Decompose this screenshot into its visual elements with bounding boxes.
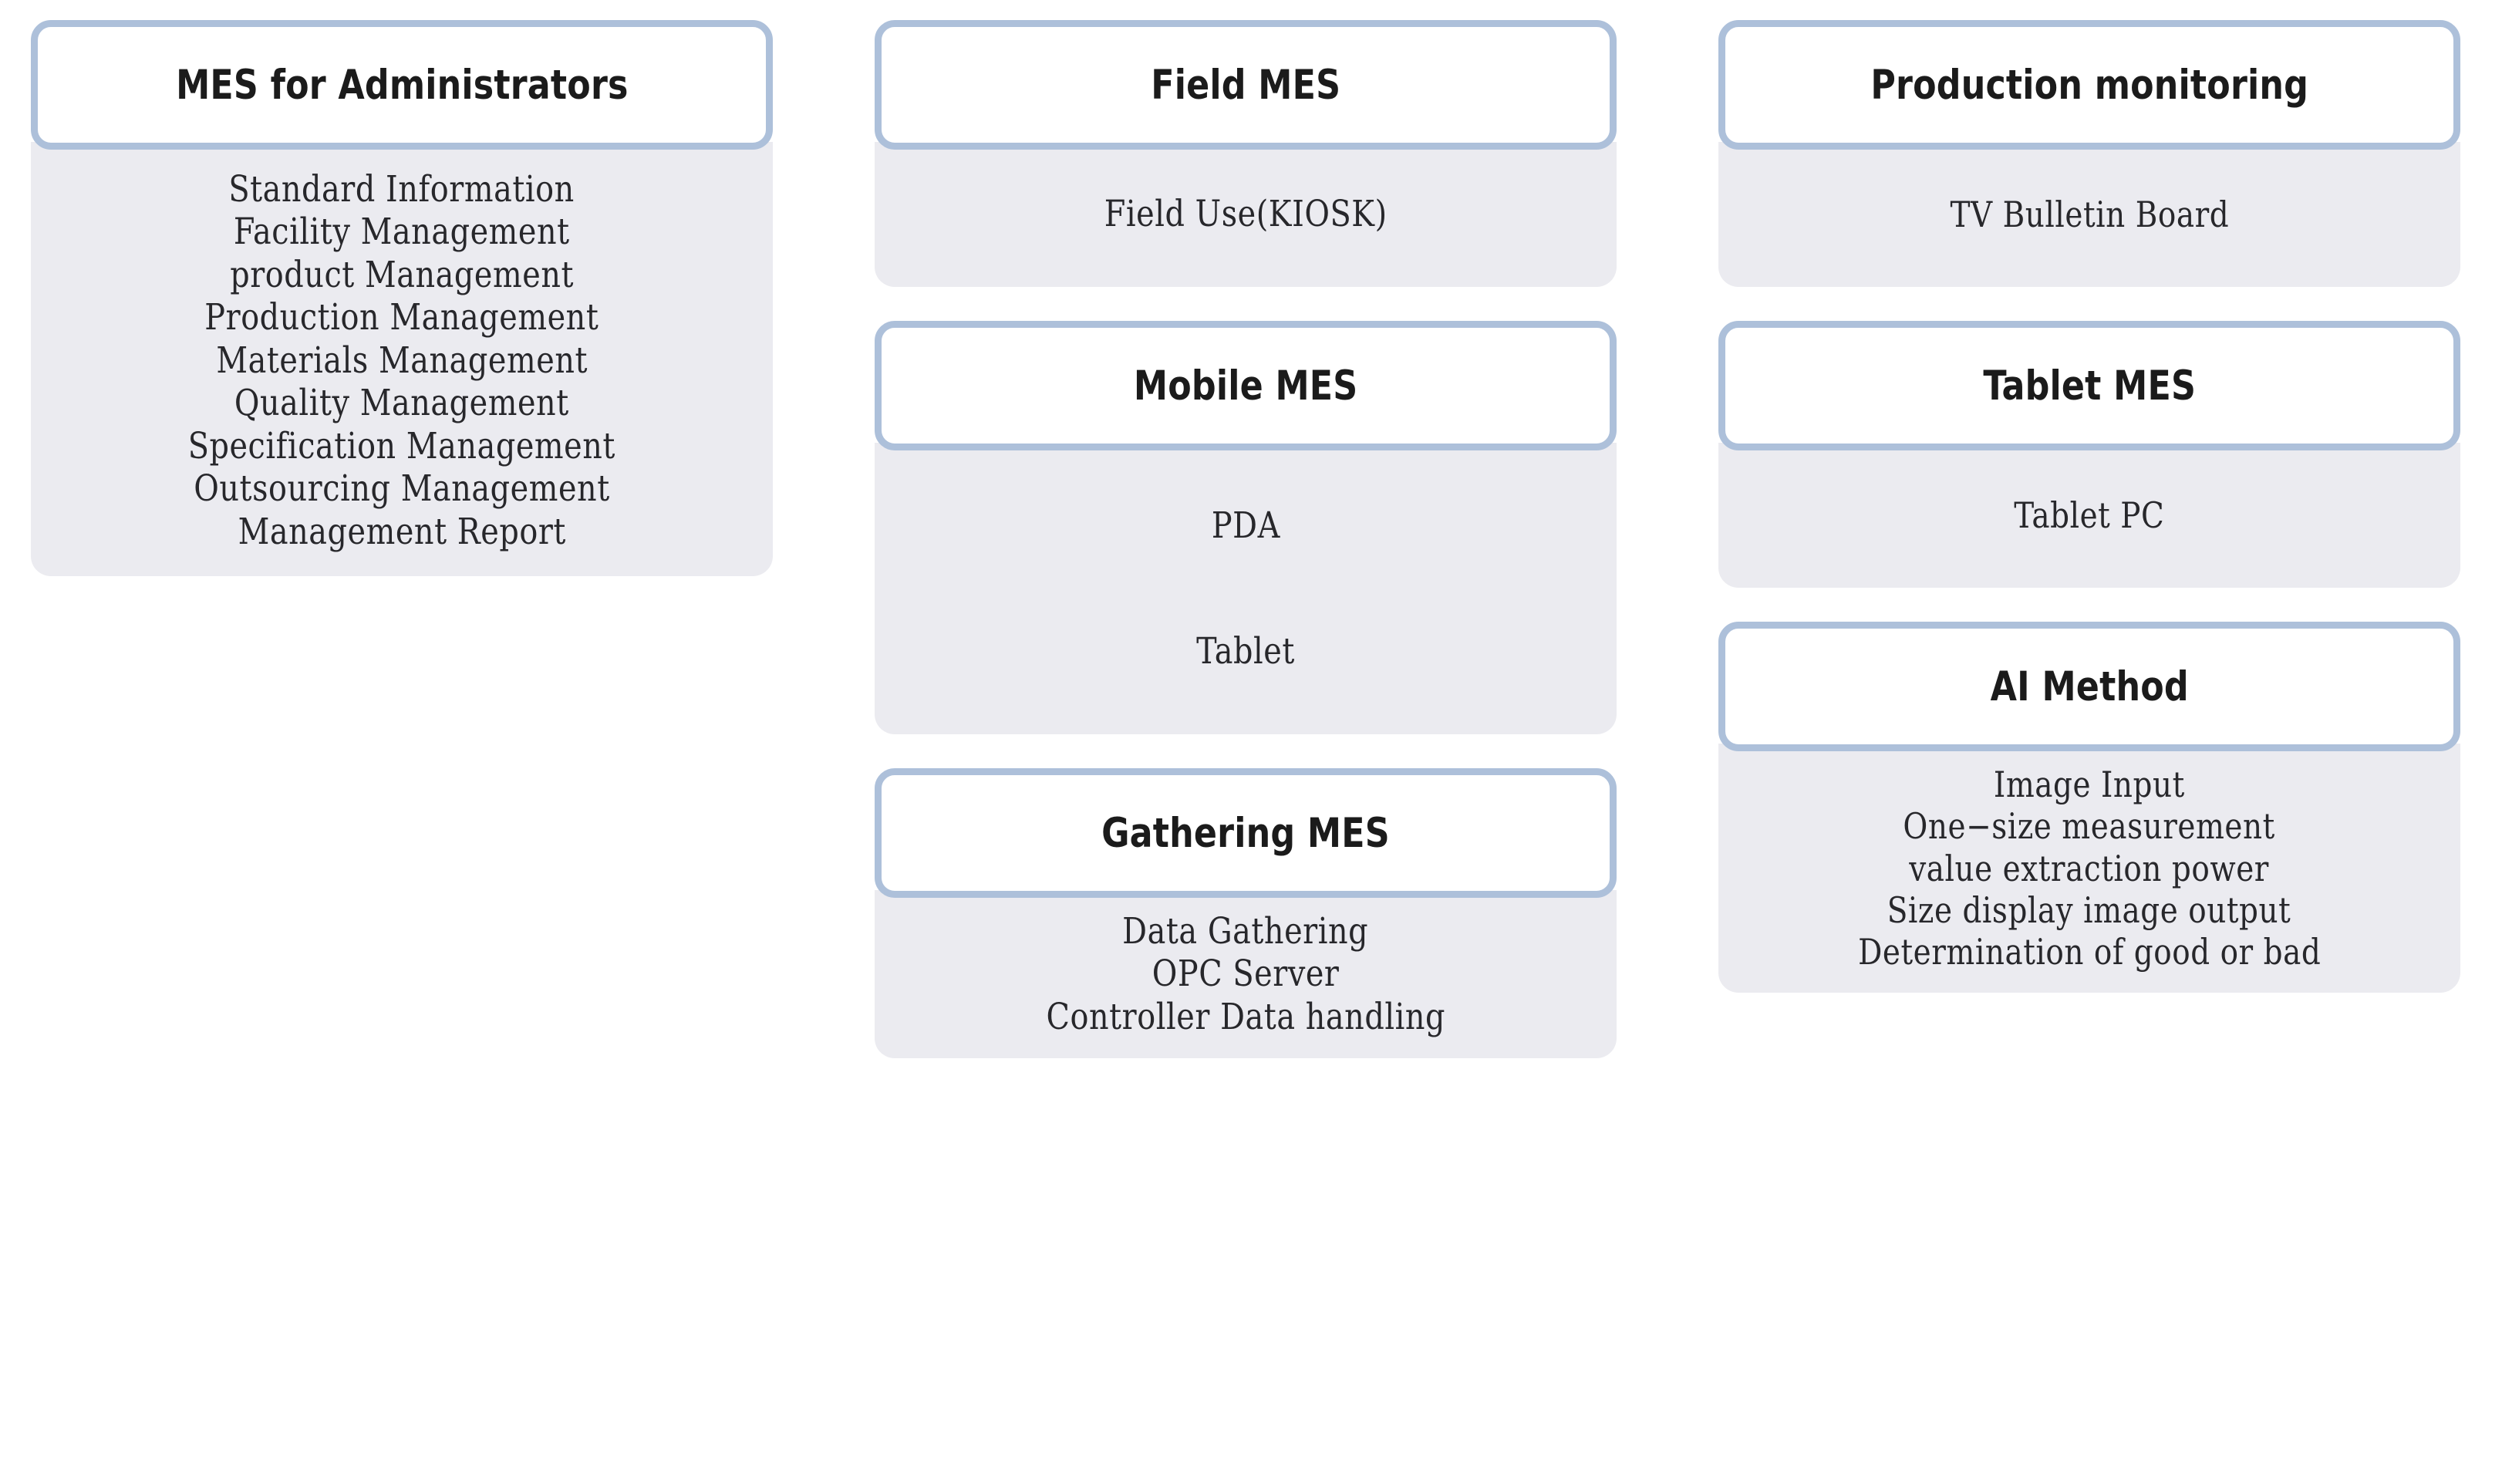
list-item[interactable]: Data Gathering [1122,910,1369,953]
list-item[interactable]: Specification Management [187,424,616,467]
list-item[interactable]: product Management [230,253,574,296]
group-production-monitoring: Production monitoring TV Bulletin Board [1718,20,2460,287]
list-item[interactable]: Controller Data handling [1046,995,1445,1038]
group-body-field-mes: Field Use(KIOSK) [875,142,1617,287]
list-item[interactable]: Standard Information [228,168,575,211]
list-item[interactable]: Image Input [1994,764,2185,805]
group-title-gathering-mes: Gathering MES [1101,809,1390,857]
group-header-ai-method[interactable]: AI Method [1718,622,2460,751]
group-mobile-mes: Mobile MES PDA Tablet [875,321,1617,734]
group-gathering-mes: Gathering MES Data Gathering OPC Server … [875,768,1617,1059]
list-item[interactable]: One−size measurement value extraction po… [1903,805,2276,889]
list-item[interactable]: Management Report [238,510,566,553]
group-title-field-mes: Field MES [1151,61,1340,109]
list-item[interactable]: Determination of good or bad [1857,931,2322,973]
group-title-ai-method: AI Method [1990,663,2189,710]
group-body-gathering-mes: Data Gathering OPC Server Controller Dat… [875,890,1617,1059]
list-item[interactable]: PDA [1211,504,1280,547]
group-title-mobile-mes: Mobile MES [1133,362,1358,410]
group-body-mes-for-administrators: Standard Information Facility Management… [31,142,773,577]
group-header-tablet-mes[interactable]: Tablet MES [1718,321,2460,450]
group-header-mes-for-administrators[interactable]: MES for Administrators [31,20,773,150]
group-header-gathering-mes[interactable]: Gathering MES [875,768,1617,898]
group-tablet-mes: Tablet MES Tablet PC [1718,321,2460,588]
group-body-ai-method: Image Input One−size measurement value e… [1718,744,2460,993]
group-header-field-mes[interactable]: Field MES [875,20,1617,150]
list-item[interactable]: Outsourcing Management [194,467,610,511]
group-title-tablet-mes: Tablet MES [1983,362,2196,410]
group-body-production-monitoring: TV Bulletin Board [1718,142,2460,287]
group-header-production-monitoring[interactable]: Production monitoring [1718,20,2460,150]
list-item[interactable]: Field Use(KIOSK) [1104,193,1388,236]
group-title-mes-for-administrators: MES for Administrators [175,61,629,109]
group-ai-method: AI Method Image Input One−size measureme… [1718,622,2460,993]
column-mes-for-administrators: MES for Administrators Standard Informat… [31,20,773,1458]
list-item[interactable]: Materials Management [216,339,588,382]
list-item[interactable]: OPC Server [1152,953,1340,996]
list-item[interactable]: Facility Management [234,211,570,254]
list-item[interactable]: Production Management [204,296,599,339]
list-item[interactable]: Tablet PC [2014,494,2165,536]
list-item[interactable]: Quality Management [234,382,569,425]
group-field-mes: Field MES Field Use(KIOSK) [875,20,1617,287]
group-title-production-monitoring: Production monitoring [1870,61,2308,109]
list-item[interactable]: TV Bulletin Board [1950,193,2229,235]
list-item[interactable]: Size display image output [1887,889,2291,931]
group-body-mobile-mes: PDA Tablet [875,443,1617,734]
group-mes-for-administrators: MES for Administrators Standard Informat… [31,20,773,577]
column-field-mobile-gathering: Field MES Field Use(KIOSK) Mobile MES PD… [875,20,1617,1458]
group-header-mobile-mes[interactable]: Mobile MES [875,321,1617,450]
group-body-tablet-mes: Tablet PC [1718,443,2460,588]
list-item[interactable]: Tablet [1196,629,1295,673]
column-monitoring-tablet-ai: Production monitoring TV Bulletin Board … [1718,20,2460,1458]
